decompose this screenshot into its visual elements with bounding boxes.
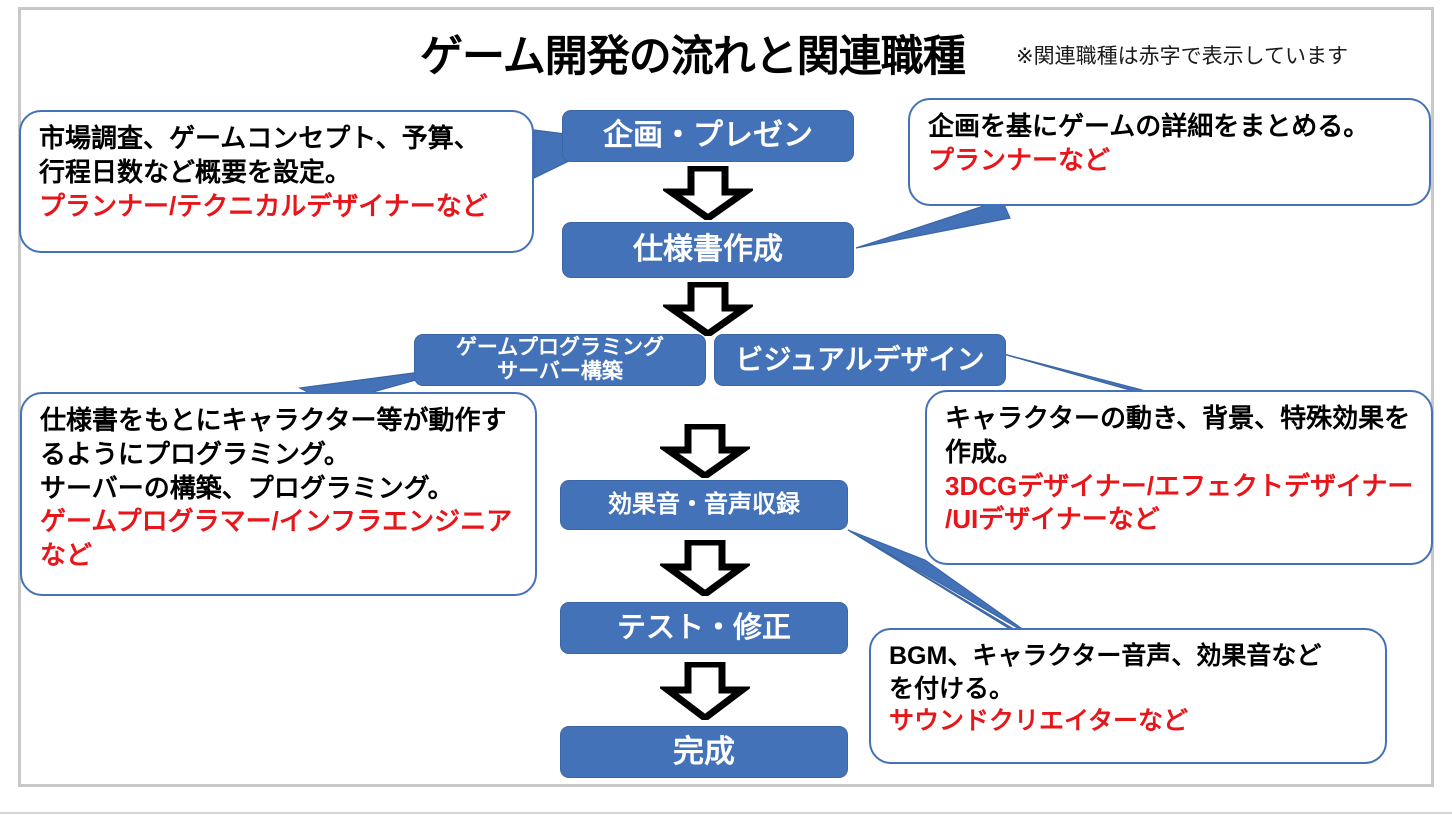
flow-step-test-fix[interactable]: テスト・修正 [560,602,848,654]
callout-sound-roles: サウンドクリエイターなど [889,707,1189,735]
flow-step-programming-label-line2: サーバー構築 [497,360,623,383]
callout-sound-line2: を付ける。 [889,674,1015,703]
callout-programming-roles-line1: ゲームプログラマー/インフラエンジニア [40,506,513,537]
callout-visual-design-roles-line2: /UIデザイナーなど [945,504,1160,535]
callout-spec-roles: プランナーなど [928,144,1111,175]
flow-step-plan-label: 企画・プレゼン [603,119,813,153]
page-bottom-rule [0,812,1452,814]
callout-plan-line2: 行程日数など概要を設定。 [39,156,352,187]
flow-step-test-fix-label: テスト・修正 [616,611,791,644]
callout-programming[interactable]: 仕様書をもとにキャラクター等が動作す るようにプログラミング。 サーバーの構築、… [20,392,537,596]
callout-visual-design[interactable]: キャラクターの動き、背景、特殊効果を 作成。 3DCGデザイナー/エフェクトデザ… [925,390,1433,565]
flow-step-sound-recording-label: 効果音・音声収録 [608,490,800,518]
legend-note: ※関連職種は赤字で表示しています [1016,45,1348,68]
callout-visual-design-line2: 作成。 [945,436,1024,467]
callout-programming-line1: 仕様書をもとにキャラクター等が動作す [40,405,507,435]
callout-sound-line1: BGM、キャラクター音声、効果音など [889,642,1322,670]
flow-step-programming[interactable]: ゲームプログラミング サーバー構築 [414,334,706,386]
callout-programming-line3: サーバーの構築、プログラミング。 [40,472,454,503]
callout-programming-line2: るようにプログラミング。 [40,438,350,469]
flow-step-sound-recording[interactable]: 効果音・音声収録 [560,480,848,530]
arrow-plan-to-spec [663,166,753,220]
arrow-test-to-complete [660,662,750,720]
callout-visual-design-line1: キャラクターの動き、背景、特殊効果を [945,403,1411,433]
arrow-sound-to-test [660,540,750,596]
flow-step-programming-label-line1: ゲームプログラミング [455,336,665,360]
callout-plan[interactable]: 市場調査、ゲームコンセプト、予算、 行程日数など概要を設定。 プランナー/テクニ… [19,110,534,253]
flow-step-programming-label: ゲームプログラミング サーバー構築 [456,336,664,383]
flow-step-spec[interactable]: 仕様書作成 [562,222,854,278]
callout-spec[interactable]: 企画を基にゲームの詳細をまとめる。 プランナーなど [908,98,1431,206]
flow-step-plan[interactable]: 企画・プレゼン [562,110,854,162]
flow-step-spec-label: 仕様書作成 [633,233,783,267]
tail-spec [855,199,1011,249]
arrow-branch-to-sound [660,424,750,478]
flow-step-complete-label: 完成 [673,733,735,769]
callout-visual-design-roles-line1: 3DCGデザイナー/エフェクトデザイナー [945,470,1414,501]
callout-spec-line1: 企画を基にゲームの詳細をまとめる。 [928,111,1370,141]
callout-programming-roles-line2: など [40,540,93,571]
page-title: ゲーム開発の流れと関連職種 [420,33,966,81]
flow-step-visual-design[interactable]: ビジュアルデザイン [714,334,1006,386]
arrow-spec-to-branch [663,282,753,336]
flow-step-visual-design-label: ビジュアルデザイン [735,344,985,376]
callout-plan-roles: プランナー/テクニカルデザイナーなど [39,190,488,221]
flow-step-complete[interactable]: 完成 [560,726,848,778]
callout-sound[interactable]: BGM、キャラクター音声、効果音など を付ける。 サウンドクリエイターなど [869,628,1387,764]
callout-plan-line1: 市場調査、ゲームコンセプト、予算、 [39,123,480,153]
